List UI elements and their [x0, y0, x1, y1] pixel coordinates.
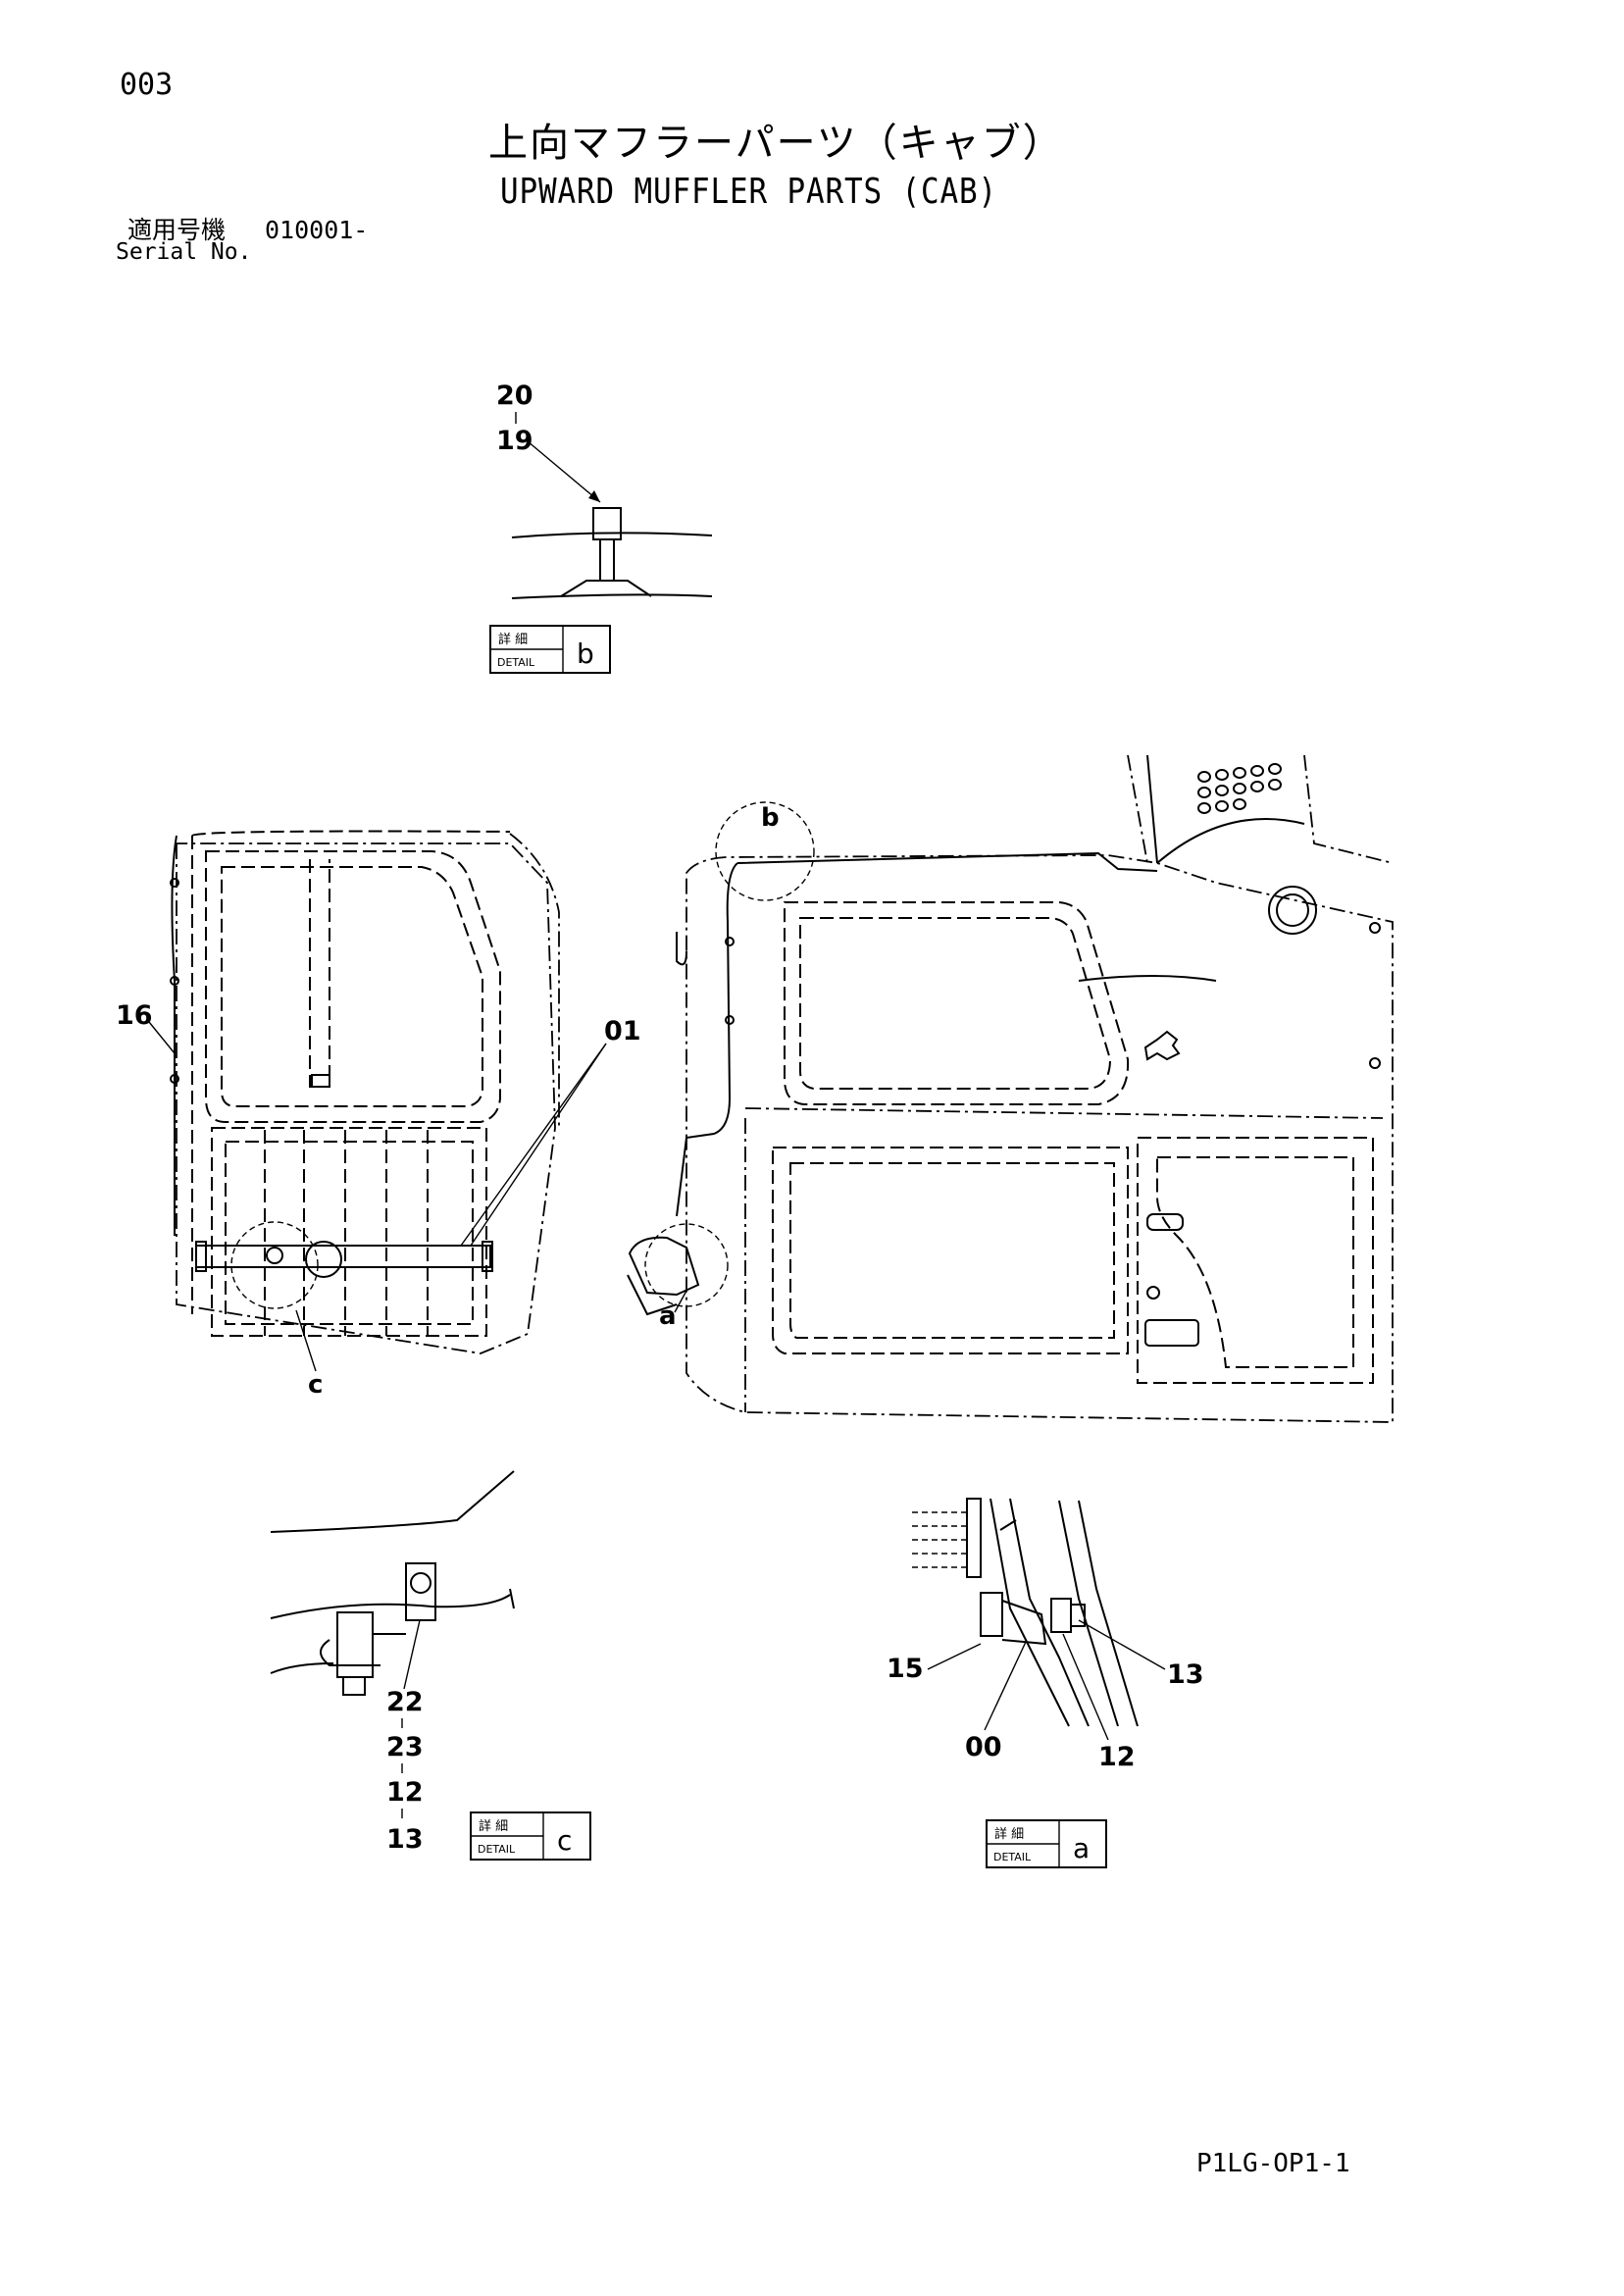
detail-b-letter: b: [577, 638, 594, 670]
detail-b-drawing: 20 19 詳 細 DETAIL b: [489, 381, 713, 674]
detail-a-letter: a: [1073, 1832, 1090, 1864]
callout-15: 15: [887, 1654, 924, 1684]
callout-16: 16: [116, 1000, 153, 1031]
serial-label-english: Serial No.: [116, 239, 252, 265]
callout-12c: 12: [386, 1777, 424, 1808]
serial-label-japanese: 適用号機: [127, 216, 227, 244]
callout-12a: 12: [1098, 1742, 1136, 1772]
detail-a-drawing: 15 00 12 13 詳 細 DETAIL a: [887, 1498, 1204, 1868]
title-japanese: 上向マフラーパーツ（キャブ）: [488, 121, 1064, 166]
vent-holes: [1197, 763, 1282, 814]
detail-a-label-jp: 詳 細: [994, 1826, 1024, 1842]
callout-22: 22: [386, 1687, 424, 1717]
callout-01: 01: [604, 1016, 641, 1046]
page-number: 003: [120, 68, 174, 102]
callout-00: 00: [965, 1732, 1002, 1762]
callout-13a: 13: [1167, 1659, 1204, 1690]
drawing-code: P1LG-OP1-1: [1196, 2149, 1350, 2178]
callout-23: 23: [386, 1732, 424, 1762]
detail-c-letter: c: [557, 1824, 572, 1857]
detail-a-label-en: DETAIL: [993, 1851, 1032, 1863]
callout-13c: 13: [386, 1824, 424, 1855]
door-view: 16 01 c: [116, 830, 641, 1400]
detail-b-label-jp: 詳 細: [498, 632, 528, 647]
callout-19: 19: [496, 426, 533, 456]
serial-value: 010001-: [265, 216, 369, 244]
detail-c-label-en: DETAIL: [478, 1843, 516, 1856]
detail-marker-c: c: [308, 1370, 323, 1400]
cab-side-view: b a: [627, 754, 1394, 1423]
detail-c-drawing: 22 23 12 13 詳 細 DETAIL c: [270, 1470, 591, 1861]
detail-b-label-en: DETAIL: [497, 656, 535, 669]
detail-marker-a: a: [659, 1301, 677, 1331]
title-english: UPWARD MUFFLER PARTS (CAB): [500, 172, 997, 212]
callout-20: 20: [496, 381, 533, 411]
detail-c-label-jp: 詳 細: [479, 1818, 508, 1834]
detail-marker-b: b: [761, 803, 780, 833]
